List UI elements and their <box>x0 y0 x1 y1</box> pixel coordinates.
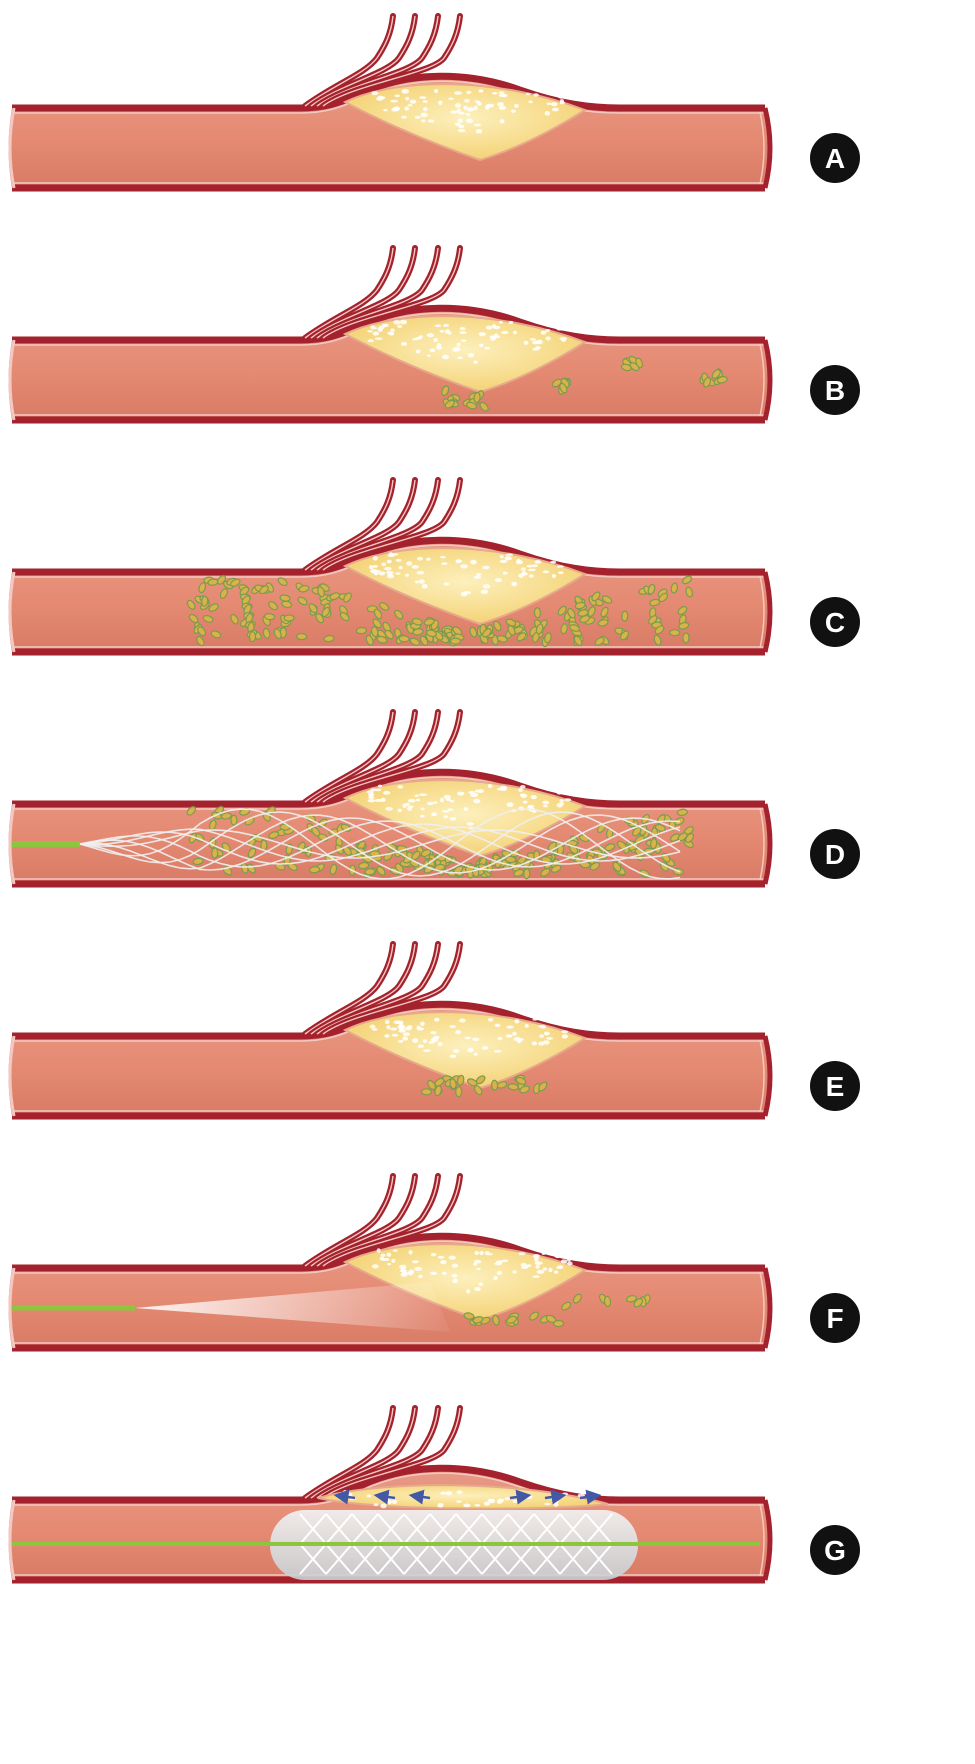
panel-label: B <box>825 375 845 406</box>
platelet <box>670 630 680 636</box>
platelet <box>421 1089 431 1095</box>
panel-g: G <box>9 1408 861 1580</box>
panel-label-badge: A <box>810 133 860 183</box>
panel-label: G <box>824 1535 846 1566</box>
panel-label-badge: C <box>810 597 860 647</box>
panel-label: D <box>825 839 845 870</box>
platelet <box>284 615 294 621</box>
panel-c: C <box>9 480 861 652</box>
platelet <box>450 638 460 644</box>
platelet <box>309 866 319 873</box>
panel-d: D <box>9 712 861 884</box>
panel-label-badge: D <box>810 829 860 879</box>
panel-e: E <box>9 944 861 1116</box>
panel-label: A <box>825 143 845 174</box>
platelet <box>534 608 541 618</box>
panel-label-badge: B <box>810 365 860 415</box>
platelet <box>280 824 290 831</box>
platelet <box>554 1320 564 1326</box>
platelet <box>683 633 689 643</box>
panel-label-badge: F <box>810 1293 860 1343</box>
platelet <box>399 635 409 642</box>
platelet <box>201 596 208 606</box>
panel-a: A <box>9 16 861 188</box>
platelet <box>474 392 481 403</box>
platelet <box>264 613 275 620</box>
platelet <box>604 1296 611 1307</box>
platelet <box>249 632 255 642</box>
platelet <box>456 1087 462 1097</box>
panel-label: F <box>826 1303 843 1334</box>
platelet <box>297 634 307 640</box>
plaque <box>318 1485 608 1508</box>
panel-b: B <box>9 248 861 420</box>
platelet <box>524 869 531 879</box>
panel-label: E <box>826 1071 845 1102</box>
platelet <box>211 848 218 858</box>
panel-label-badge: G <box>810 1525 860 1575</box>
panel-label-badge: E <box>810 1061 860 1111</box>
platelet <box>491 1080 498 1090</box>
platelet <box>622 611 629 621</box>
panel-f: F <box>9 1176 861 1348</box>
platelet <box>356 627 366 634</box>
panel-label: C <box>825 607 845 638</box>
platelet <box>231 815 237 825</box>
